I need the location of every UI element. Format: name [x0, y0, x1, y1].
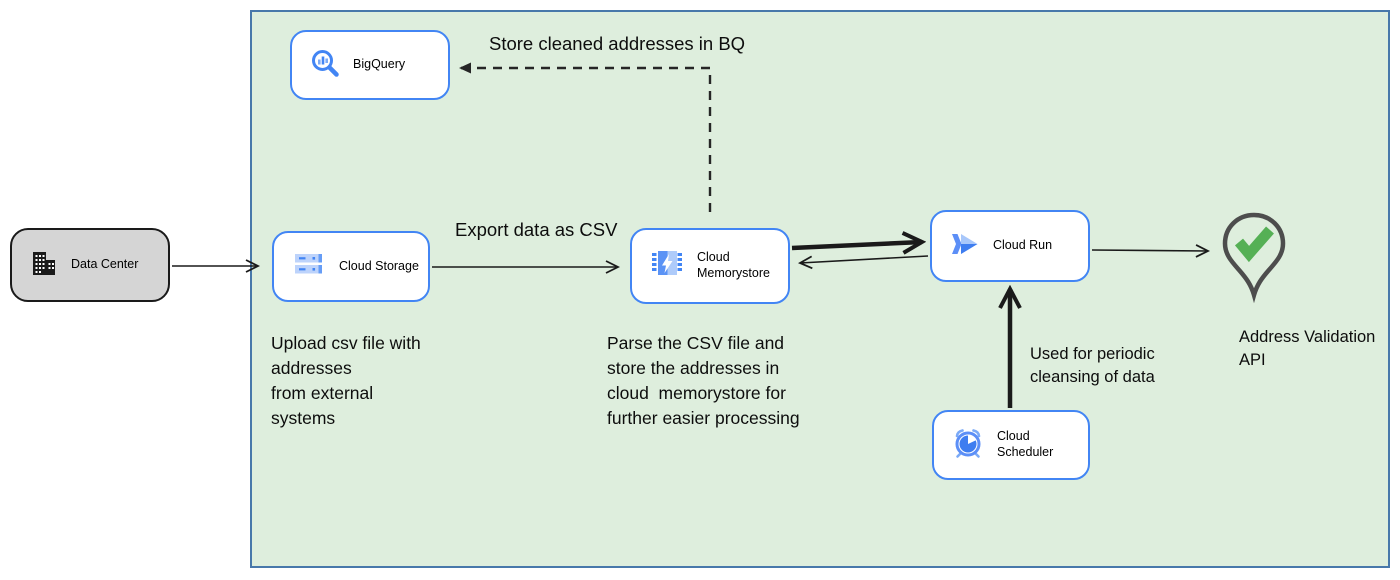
- node-label: Cloud Storage: [339, 258, 419, 273]
- address-validation-label: Address Validation API: [1239, 328, 1376, 369]
- building-icon: [30, 249, 58, 282]
- node-data-center[interactable]: Data Center: [10, 228, 170, 302]
- node-cloud-storage[interactable]: Cloud Storage: [272, 231, 430, 302]
- cloud-storage-icon: [292, 251, 326, 282]
- node-address-validation[interactable]: [1221, 211, 1287, 305]
- node-label: Cloud Memorystore: [697, 250, 770, 280]
- annotation-upload-csv: Upload csv file with addresses from exte…: [271, 333, 421, 428]
- arrow-memorystore-to-bigquery-dashed[interactable]: [459, 62, 712, 212]
- node-cloud-scheduler[interactable]: Cloud Scheduler: [932, 410, 1090, 480]
- cloud-run-icon: [950, 231, 980, 262]
- annotation-store-cleaned: Store cleaned addresses in BQ: [489, 33, 746, 54]
- arrow-cloudrun-to-memorystore[interactable]: [800, 255, 929, 263]
- alarm-clock-icon: [952, 427, 984, 464]
- arrow-memorystore-to-cloudrun[interactable]: [791, 242, 922, 248]
- memorystore-chip-icon: [650, 249, 684, 284]
- node-label: Cloud Run: [993, 238, 1053, 253]
- gcp-boundary-container[interactable]: [250, 10, 1390, 568]
- node-bigquery[interactable]: BigQuery: [290, 30, 450, 100]
- arrow-cloudrun-to-validation[interactable]: [1091, 250, 1208, 251]
- annotation-export-csv: Export data as CSV: [455, 219, 618, 240]
- annotation-parse-csv: Parse the CSV file and store the address…: [607, 333, 800, 428]
- node-cloud-memorystore[interactable]: Cloud Memorystore: [630, 228, 790, 304]
- annotation-periodic-cleansing: Used for periodic cleansing of data: [1030, 345, 1155, 386]
- node-label: Data Center: [71, 257, 139, 272]
- node-cloud-run[interactable]: Cloud Run: [930, 210, 1090, 282]
- node-label: Cloud Scheduler: [997, 429, 1054, 459]
- location-pin-icon: [1222, 212, 1286, 304]
- node-label: BigQuery: [353, 57, 406, 72]
- checkmark-icon: [1234, 226, 1274, 263]
- bigquery-magnifier-icon: [310, 48, 340, 83]
